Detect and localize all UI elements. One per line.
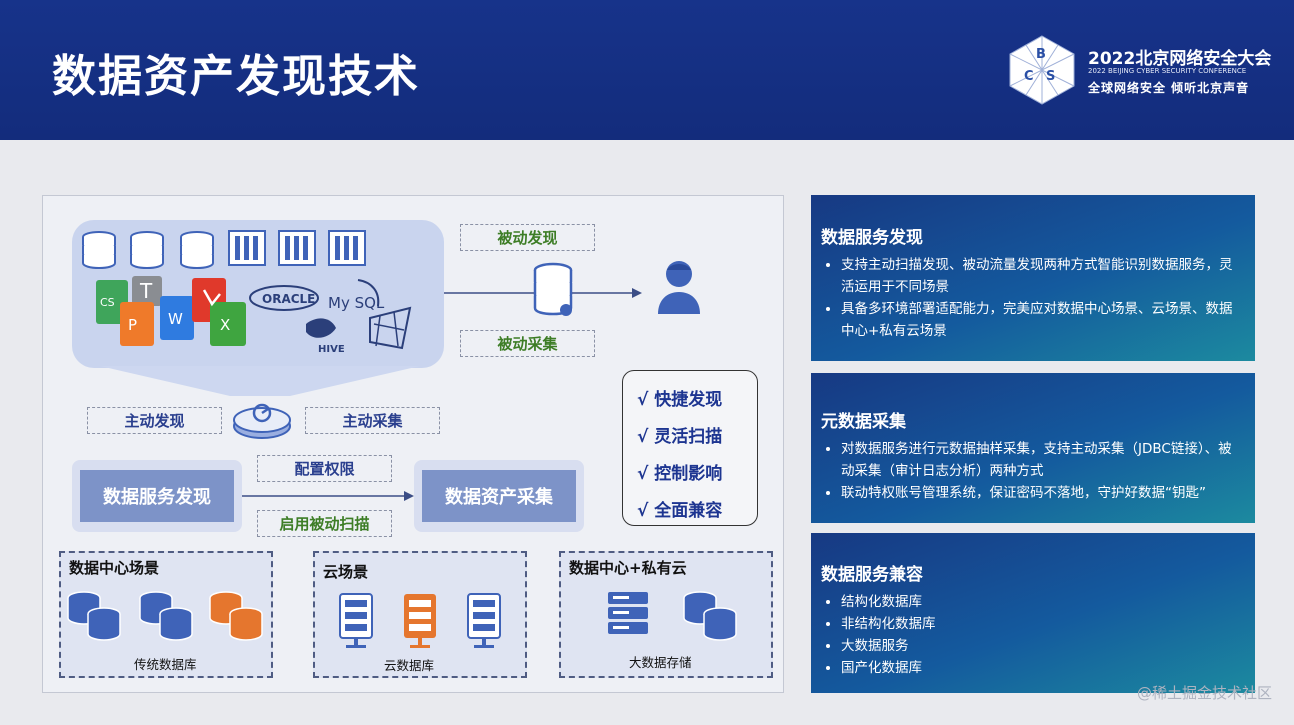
panel-bullet: 具备多环境部署适配能力，完美应对数据中心场景、云场景、数据中心+私有云场景 xyxy=(841,298,1245,342)
panel-bullet-list: 支持主动扫描发现、被动流量发现两种方式智能识别数据服务，灵活运用于不同场景 具备… xyxy=(821,254,1245,342)
feature-list: √ 快捷发现 √ 灵活扫描 √ 控制影响 √ 全面兼容 xyxy=(622,370,758,526)
panel-bullet: 联动特权账号管理系统，保证密码不落地，守护好数据“钥匙” xyxy=(841,482,1245,504)
config-permission-label: 配置权限 xyxy=(257,455,392,482)
hive-logo: HIVE xyxy=(318,344,345,355)
active-collection-label: 主动采集 xyxy=(305,407,440,434)
scene-hybrid-title: 数据中心+私有云 xyxy=(569,559,687,577)
panel-bullet: 结构化数据库 xyxy=(841,591,1245,613)
scene-datacenter-title: 数据中心场景 xyxy=(69,559,160,577)
database-icon xyxy=(130,231,164,270)
database-icon xyxy=(180,231,214,270)
conference-logo-icon: B C S xyxy=(1009,35,1075,105)
server-rack-icon xyxy=(278,230,316,266)
mysql-logo: My SQL xyxy=(328,294,385,312)
scene-datacenter-caption: 传统数据库 xyxy=(134,657,197,672)
panel-heading: 数据服务发现 xyxy=(821,228,923,248)
conference-name: 2022北京网络安全大会 xyxy=(1088,49,1272,69)
scene-cloud-title: 云场景 xyxy=(323,563,369,581)
panel-metadata-collection: 元数据采集 对数据服务进行元数据抽样采集，支持主动采集（JDBC链接）、被动采集… xyxy=(811,373,1255,523)
header-bar xyxy=(0,0,1294,140)
server-rack-icon xyxy=(328,230,366,266)
oracle-logo: ORACLE xyxy=(262,292,315,306)
scene-cloud-caption: 云数据库 xyxy=(384,658,435,673)
file-icon-excel: X xyxy=(220,316,230,334)
panel-heading: 元数据采集 xyxy=(821,412,906,432)
feature-item: √ 控制影响 xyxy=(637,464,723,484)
panel-service-compatibility: 数据服务兼容 结构化数据库 非结构化数据库 大数据服务 国产化数据库 xyxy=(811,533,1255,693)
file-icon-ppt: P xyxy=(128,316,137,334)
passive-collection-label: 被动采集 xyxy=(460,330,595,357)
scanner-device-icon xyxy=(233,403,291,439)
scene-hybrid xyxy=(559,551,773,678)
panel-bullet: 国产化数据库 xyxy=(841,657,1245,679)
feature-item: √ 快捷发现 xyxy=(637,390,723,410)
active-discovery-label: 主动发现 xyxy=(87,407,222,434)
enable-passive-scan-label: 启用被动扫描 xyxy=(257,510,392,537)
watermark: @稀土掘金技术社区 xyxy=(1136,684,1272,702)
database-icon xyxy=(82,231,116,270)
server-rack-icon xyxy=(228,230,266,266)
panel-bullet: 非结构化数据库 xyxy=(841,613,1245,635)
panel-bullet: 大数据服务 xyxy=(841,635,1245,657)
logo-letter-c: C xyxy=(1024,69,1034,84)
datacenter-db-icons xyxy=(67,591,263,641)
file-icon-csv: CS xyxy=(100,296,115,309)
service-discovery-box: 数据服务发现 xyxy=(80,470,234,522)
system-flow-arrow xyxy=(242,491,414,501)
panel-bullet-list: 结构化数据库 非结构化数据库 大数据服务 国产化数据库 xyxy=(821,591,1245,679)
panel-heading: 数据服务兼容 xyxy=(821,565,923,585)
logo-letter-s: S xyxy=(1046,69,1055,84)
file-icon-text: T xyxy=(139,279,153,303)
feature-item: √ 全面兼容 xyxy=(637,501,723,521)
hybrid-storage-icons xyxy=(608,591,737,641)
funnel-shape xyxy=(100,366,420,396)
logo-letter-b: B xyxy=(1036,47,1046,62)
panel-bullet-list: 对数据服务进行元数据抽样采集，支持主动采集（JDBC链接）、被动采集（审计日志分… xyxy=(821,438,1245,504)
passive-discovery-label: 被动发现 xyxy=(460,224,595,251)
asset-collection-box: 数据资产采集 xyxy=(422,470,576,522)
user-icon xyxy=(658,261,700,314)
collector-database-icon xyxy=(533,262,573,316)
feature-item: √ 灵活扫描 xyxy=(637,427,723,447)
scene-hybrid-caption: 大数据存储 xyxy=(629,655,692,670)
panel-bullet: 对数据服务进行元数据抽样采集，支持主动采集（JDBC链接）、被动采集（审计日志分… xyxy=(841,438,1245,482)
panel-bullet: 支持主动扫描发现、被动流量发现两种方式智能识别数据服务，灵活运用于不同场景 xyxy=(841,254,1245,298)
conference-slogan: 全球网络安全 倾听北京声音 xyxy=(1088,81,1250,95)
file-type-icons: CS T P W X xyxy=(96,276,246,346)
panel-service-discovery: 数据服务发现 支持主动扫描发现、被动流量发现两种方式智能识别数据服务，灵活运用于… xyxy=(811,195,1255,361)
page-title: 数据资产发现技术 xyxy=(52,51,420,102)
file-icon-word: W xyxy=(168,310,183,328)
db-brand-logos: ORACLE My SQL HIVE xyxy=(249,279,412,355)
cloud-server-icons xyxy=(339,593,501,648)
conference-english-name: 2022 BEIJING CYBER SECURITY CONFERENCE xyxy=(1088,67,1247,75)
